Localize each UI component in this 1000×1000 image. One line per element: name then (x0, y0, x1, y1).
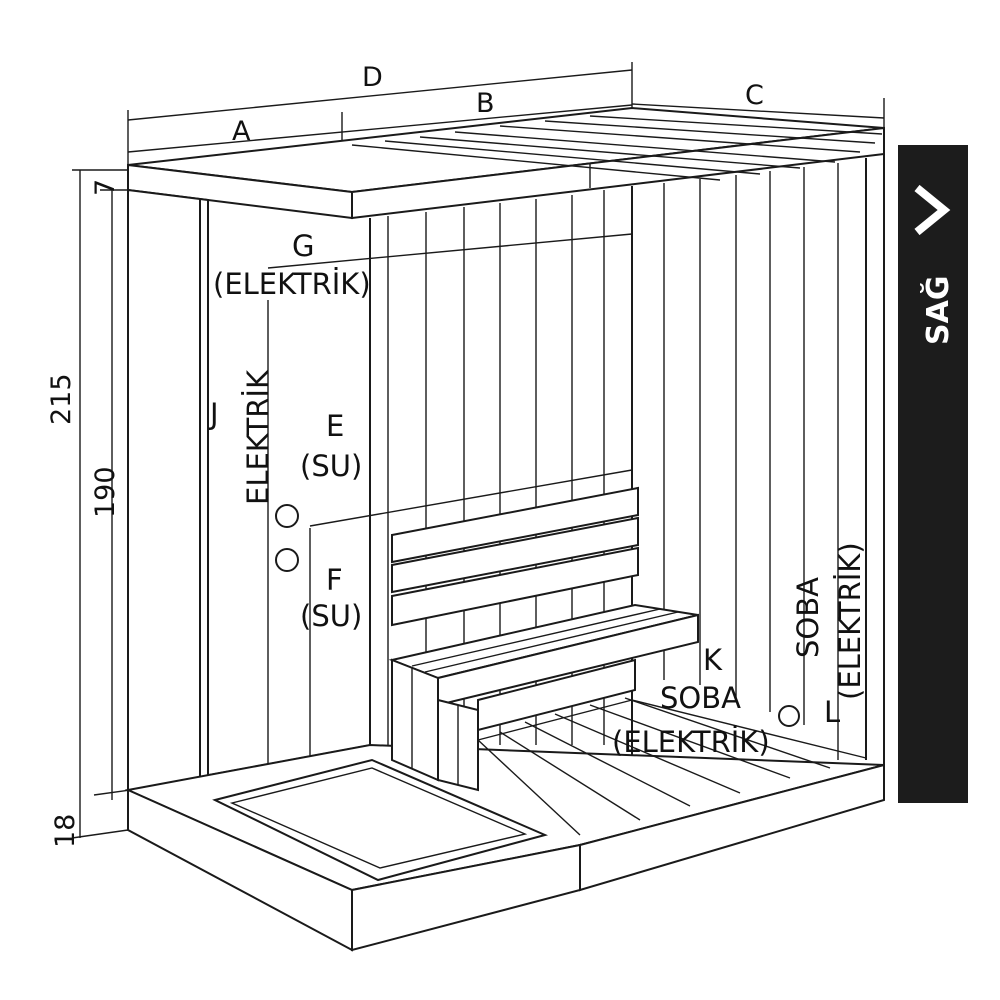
dim-label-7: 7 (90, 179, 121, 196)
side-tab-label: SAĞ (919, 276, 956, 345)
label-j: J (208, 397, 219, 431)
label-j-vertical: ELEKTRİK (241, 369, 275, 505)
right-wall (663, 154, 885, 800)
side-tab-background (898, 145, 968, 803)
dim-label-a: A (232, 116, 251, 147)
top-dimension-lines (127, 62, 885, 165)
label-e-sub: (SU) (300, 449, 362, 483)
label-g-sub: (ELEKTRİK) (213, 267, 371, 301)
label-k: K (703, 643, 723, 677)
outlet-k-icon (778, 705, 800, 727)
dim-label-c: C (745, 80, 764, 111)
dim-label-190: 190 (90, 466, 121, 518)
outlet-e-icon (275, 504, 299, 528)
side-tab-right: SAĞ (898, 145, 968, 803)
bench (388, 486, 699, 792)
roof-slab (127, 106, 885, 220)
floor-base (124, 697, 885, 952)
dim-label-215: 215 (46, 373, 77, 425)
dim-label-d: D (362, 62, 383, 93)
outlet-f-icon (275, 548, 299, 572)
label-g: G (292, 229, 314, 263)
label-l: L (824, 695, 840, 729)
label-e: E (326, 409, 344, 443)
dim-label-18: 18 (50, 814, 81, 848)
label-l-soba: SOBA (791, 577, 825, 658)
label-k-sub: (ELEKTRİK) (612, 725, 770, 759)
label-l-sub: (ELEKTRİK) (833, 542, 867, 700)
label-f-sub: (SU) (300, 599, 362, 633)
left-wall (127, 188, 371, 824)
dim-label-b: B (476, 88, 495, 119)
label-f: F (326, 563, 343, 597)
chevron-right-icon (914, 184, 951, 236)
side-dimension-lines (71, 169, 131, 839)
label-k-soba: SOBA (660, 681, 741, 715)
